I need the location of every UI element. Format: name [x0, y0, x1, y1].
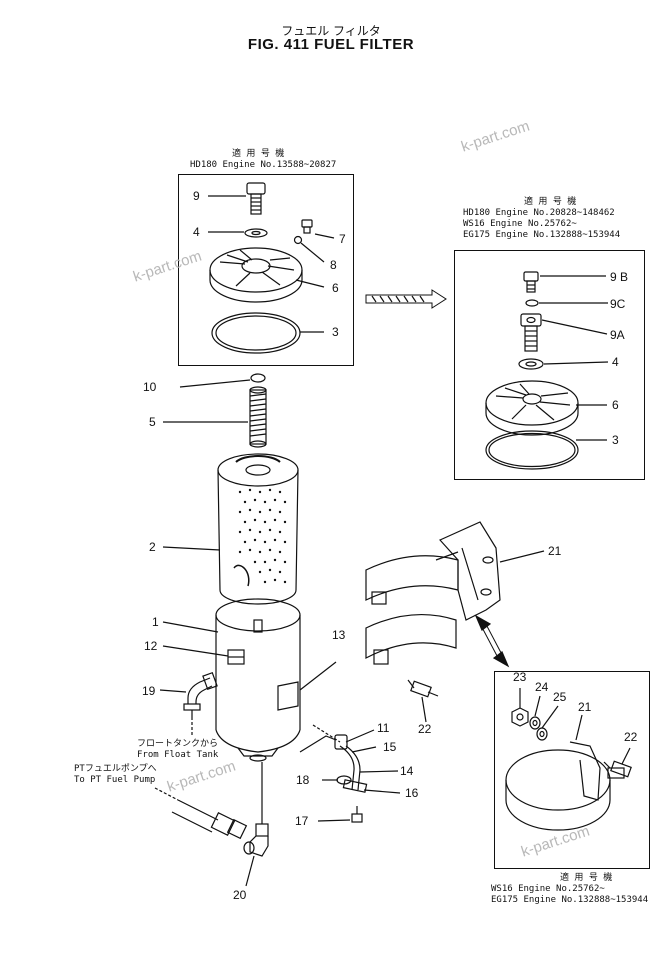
- callout-5: 5: [149, 415, 156, 429]
- washer-25-part: [536, 727, 548, 741]
- box2-applicability-line: EG175 Engine No.132888~153944: [463, 230, 621, 240]
- box3-applicability-line: EG175 Engine No.132888~153944: [491, 895, 649, 905]
- oring-3-part: [211, 312, 301, 354]
- bolt-9b-part: [523, 271, 539, 293]
- figure-title-japanese: フュエル フィルタ: [281, 24, 381, 38]
- callout-23: 23: [513, 670, 527, 684]
- callout-21b: 21: [578, 700, 592, 714]
- callout-9a: 9A: [610, 328, 625, 342]
- box2-applicability-line: WS16 Engine No.25762~: [463, 219, 577, 229]
- callout-12: 12: [144, 639, 158, 653]
- snap-ring-10-part: [250, 373, 266, 383]
- callout-9: 9: [193, 189, 200, 203]
- filter-element-2-part: [217, 453, 299, 605]
- elbow-19-part: [183, 671, 218, 720]
- callout-6b: 6: [612, 398, 619, 412]
- direction-arrow-right: [365, 289, 447, 309]
- bolt-22-part: [407, 679, 439, 698]
- washer-4-part: [244, 228, 268, 238]
- callout-25: 25: [553, 690, 567, 704]
- pt-pump-note: To PT Fuel Pump: [74, 775, 156, 785]
- callout-18: 18: [296, 773, 310, 787]
- callout-8: 8: [330, 258, 337, 272]
- filter-case-1-part: [215, 598, 301, 762]
- box2-applicability-jp: 適 用 号 機: [524, 197, 577, 207]
- figure-title: FIG. 411 FUEL FILTER: [247, 36, 415, 53]
- box1-applicability-jp: 適 用 号 機: [232, 149, 285, 159]
- callout-2: 2: [149, 540, 156, 554]
- callout-7: 7: [339, 232, 346, 246]
- callout-22: 22: [418, 722, 432, 736]
- callout-22b: 22: [624, 730, 638, 744]
- box1-applicability: HD180 Engine No.13588~20827: [190, 160, 337, 170]
- float-tank-note: From Float Tank: [137, 750, 219, 760]
- bracket-21-part: [365, 521, 501, 665]
- direction-arrow-diagonal: [474, 614, 510, 668]
- bolt-9-part: [246, 182, 266, 215]
- callout-6: 6: [332, 281, 339, 295]
- callout-19: 19: [142, 684, 156, 698]
- filter-perforation: [238, 488, 287, 584]
- box3-applicability-line: WS16 Engine No.25762~: [491, 884, 605, 894]
- callout-4b: 4: [612, 355, 619, 369]
- callout-11: 11: [377, 721, 390, 735]
- variant-box-late: [454, 250, 645, 480]
- variant-box-early: [178, 174, 354, 366]
- callout-9b: 9 B: [610, 270, 629, 284]
- callout-3: 3: [332, 325, 339, 339]
- callout-3b: 3: [612, 433, 619, 447]
- cover-6-part: [209, 247, 303, 303]
- callout-15: 15: [383, 740, 397, 754]
- callout-1: 1: [152, 615, 159, 629]
- bolt-9a-part: [520, 313, 542, 352]
- plug-7-part: [301, 219, 313, 234]
- callout-24: 24: [535, 680, 549, 694]
- callout-20: 20: [233, 888, 247, 902]
- stud-5-part: [249, 386, 267, 448]
- pipe-14-part: [299, 734, 368, 793]
- washer-4b-part: [518, 358, 544, 370]
- cover-6b-part: [485, 380, 579, 436]
- nut-23-part: [511, 707, 529, 727]
- clamp-band-21b-part: [505, 741, 625, 831]
- seal-9c-part: [525, 299, 539, 307]
- fitting-12-part: [227, 649, 245, 665]
- seal-8-part: [293, 235, 303, 245]
- pt-pump-pipe: [154, 787, 248, 840]
- pt-pump-note-jp: PTフュエルポンプへ: [74, 764, 157, 774]
- bolt-22b-part: [603, 760, 632, 778]
- callout-14: 14: [400, 764, 414, 778]
- callout-17: 17: [295, 814, 309, 828]
- float-tank-note-jp: フロートタンクから: [137, 739, 219, 749]
- callout-16: 16: [405, 786, 419, 800]
- oring-3b-part: [485, 430, 579, 470]
- drain-cock-20-part: [243, 762, 269, 857]
- callout-4: 4: [193, 225, 200, 239]
- callout-9c: 9C: [610, 297, 626, 311]
- callout-10: 10: [143, 380, 157, 394]
- box3-applicability-jp: 適 用 号 機: [560, 873, 613, 883]
- box2-applicability-line: HD180 Engine No.20828~148462: [463, 208, 615, 218]
- variant-box-bracket: [494, 671, 650, 869]
- washer-24-part: [529, 716, 541, 730]
- bolt-17-part: [351, 806, 363, 823]
- callout-21: 21: [548, 544, 562, 558]
- callout-13: 13: [332, 628, 346, 642]
